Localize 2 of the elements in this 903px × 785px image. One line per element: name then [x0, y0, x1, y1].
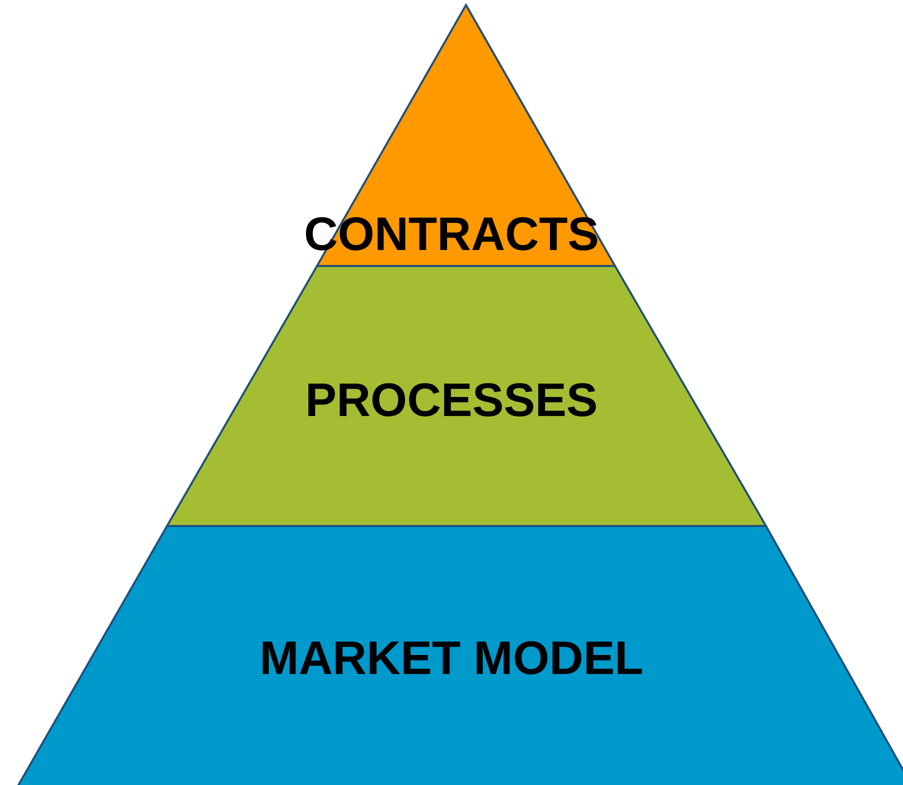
tier-label: PROCESSES — [305, 376, 598, 423]
tier-label: MARKET MODEL — [260, 634, 644, 681]
